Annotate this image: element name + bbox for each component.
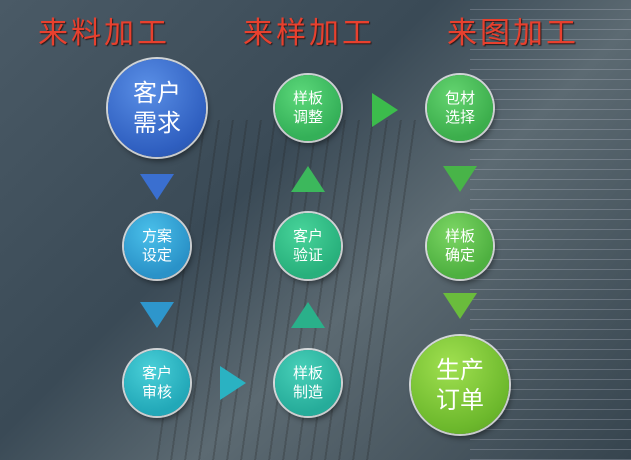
node-sample-adjust: 样板调整 (275, 75, 341, 141)
node-customer-demand: 客户需求 (108, 59, 206, 157)
node-sample-confirm: 样板确定 (427, 213, 493, 279)
arrow-down-icon (443, 166, 477, 192)
arrow-down-icon (443, 293, 477, 319)
title-drawing-processing: 来图加工 (447, 16, 579, 51)
node-production-order: 生产订单 (411, 336, 509, 434)
arrow-right-icon (372, 93, 398, 127)
arrow-up-icon (291, 302, 325, 328)
title-material-processing: 来料加工 (38, 16, 170, 51)
arrow-down-icon (140, 174, 174, 200)
node-customer-review: 客户审核 (124, 350, 190, 416)
node-plan-setting: 方案设定 (124, 213, 190, 279)
title-sample-processing: 来样加工 (243, 16, 375, 51)
node-packaging-select: 包材选择 (427, 75, 493, 141)
node-customer-verify: 客户验证 (275, 213, 341, 279)
arrow-right-icon (220, 366, 246, 400)
arrow-up-icon (291, 166, 325, 192)
arrow-down-icon (140, 302, 174, 328)
node-sample-make: 样板制造 (275, 350, 341, 416)
